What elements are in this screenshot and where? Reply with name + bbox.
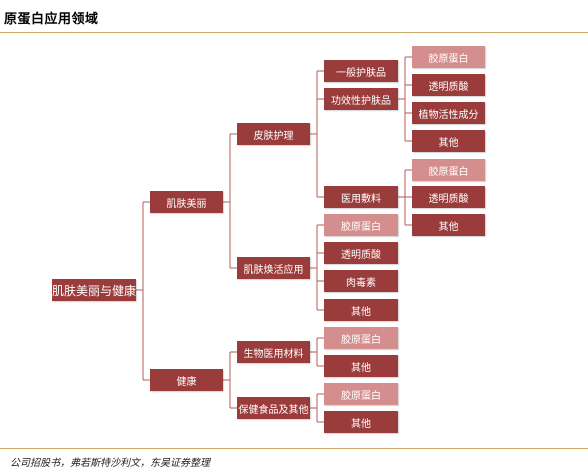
node-skin-care: 皮肤护理 bbox=[237, 123, 310, 145]
node-skin-revival: 肌肤焕活应用 bbox=[237, 257, 310, 279]
node-sr-botox: 肉毒素 bbox=[324, 270, 398, 292]
node-hf-other: 其他 bbox=[324, 411, 398, 433]
node-fs-collagen: 胶原蛋白 bbox=[412, 46, 485, 68]
node-root: 肌肤美丽与健康 bbox=[52, 279, 136, 301]
node-health: 健康 bbox=[150, 369, 223, 391]
title-divider bbox=[0, 32, 588, 33]
node-sr-collagen: 胶原蛋白 bbox=[324, 214, 398, 236]
node-health-food: 保健食品及其他 bbox=[237, 397, 310, 419]
node-general-skincare: 一般护肤品 bbox=[324, 60, 398, 82]
footer-divider bbox=[0, 448, 588, 449]
node-md-collagen: 胶原蛋白 bbox=[412, 159, 485, 181]
node-functional-skincare: 功效性护肤品 bbox=[324, 88, 398, 110]
node-skin-beauty: 肌肤美丽 bbox=[150, 191, 223, 213]
node-bio-material: 生物医用材料 bbox=[237, 341, 310, 363]
node-bm-collagen: 胶原蛋白 bbox=[324, 327, 398, 349]
node-md-hyaluronic: 透明质酸 bbox=[412, 186, 485, 208]
node-fs-other: 其他 bbox=[412, 130, 485, 152]
node-sr-hyaluronic: 透明质酸 bbox=[324, 242, 398, 264]
node-md-other: 其他 bbox=[412, 214, 485, 236]
page-title: 原蛋白应用领域 bbox=[4, 12, 99, 27]
node-medical-dressing: 医用敷料 bbox=[324, 186, 398, 208]
source-note: 公司招股书，弗若斯特沙利文，东吴证券整理 bbox=[10, 458, 210, 469]
node-fs-hyaluronic: 透明质酸 bbox=[412, 74, 485, 96]
node-sr-other: 其他 bbox=[324, 299, 398, 321]
node-fs-plant: 植物活性成分 bbox=[412, 102, 485, 124]
node-hf-collagen: 胶原蛋白 bbox=[324, 383, 398, 405]
node-bm-other: 其他 bbox=[324, 355, 398, 377]
